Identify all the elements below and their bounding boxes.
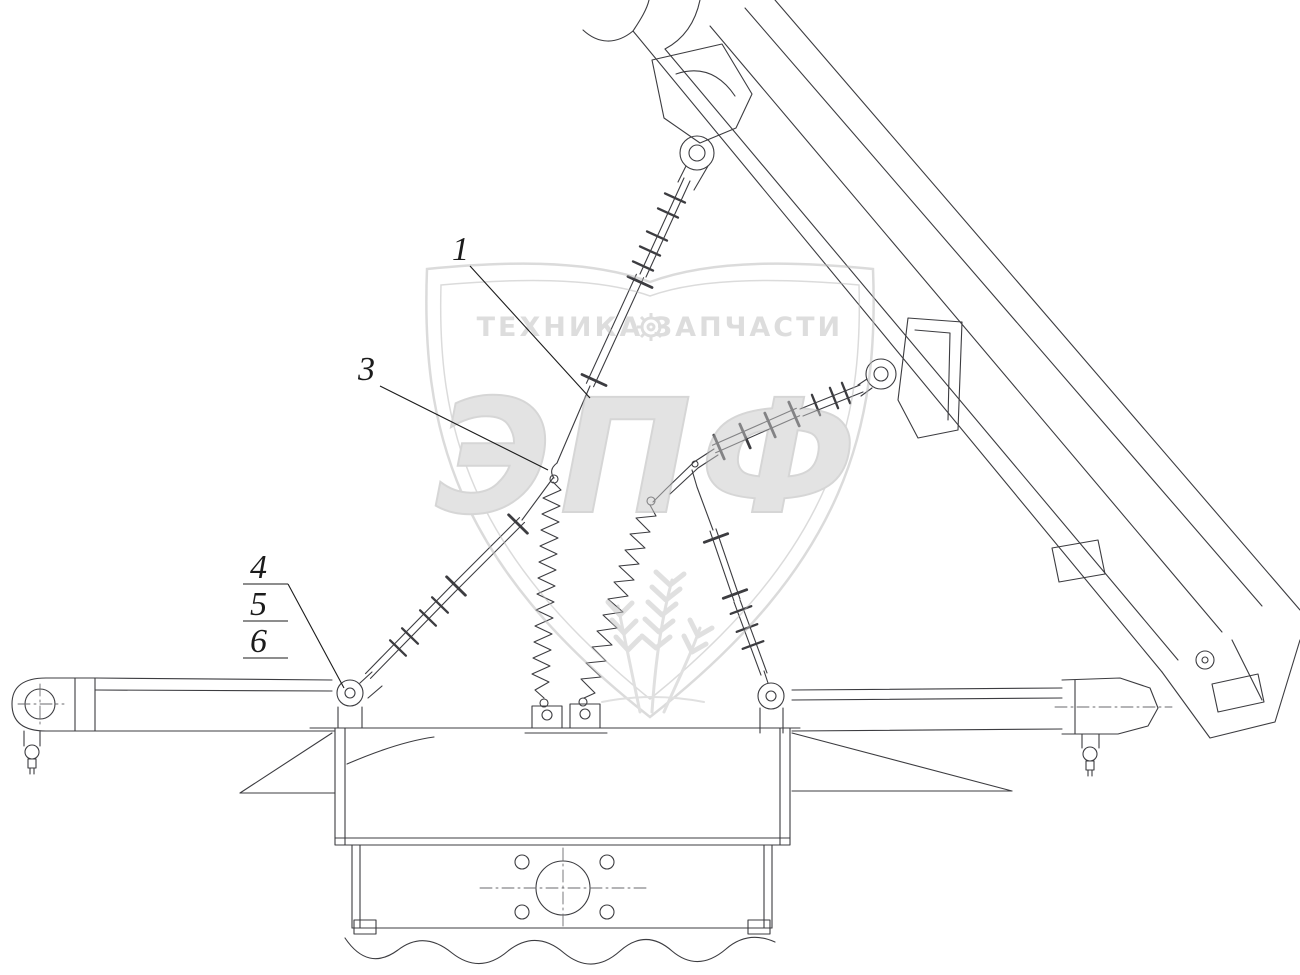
left-turnbuckle (336, 477, 554, 729)
machine-drawing (11, 0, 1300, 965)
watermark-tagline-left: ТЕХНИКА (477, 312, 644, 343)
gear-icon (637, 313, 665, 341)
upper-chain-turnbuckle (551, 177, 691, 479)
callout-leader-3 (379, 385, 549, 471)
right-turnbuckle (691, 469, 785, 734)
callout-label-5: 5 (250, 586, 267, 623)
watermark: ТЕХНИКА ЗАПЧАСТИ ЭПФ (425, 262, 875, 719)
mid-chain-turnbuckle (652, 381, 864, 503)
lower-beam (11, 677, 1173, 794)
watermark-brand: ЭПФ (436, 366, 865, 550)
boom-arm (582, 0, 1300, 739)
callout-leader-456 (287, 583, 345, 689)
center-bracket (309, 727, 801, 965)
callout-label-6: 6 (250, 623, 267, 660)
spring-clevises (524, 703, 608, 734)
watermark-tagline-right: ЗАПЧАСТИ (653, 312, 843, 343)
callout-label-3: 3 (357, 351, 375, 388)
spring-left (531, 474, 562, 708)
boom-mid-bracket (857, 317, 963, 439)
callout-leader-1 (469, 265, 591, 399)
wheat-icon (601, 569, 715, 714)
callouts: 1 3 4 5 6 (243, 231, 591, 689)
callout-label-1: 1 (452, 231, 469, 268)
callout-label-4: 4 (250, 549, 267, 586)
boom-top-bracket (651, 43, 753, 191)
